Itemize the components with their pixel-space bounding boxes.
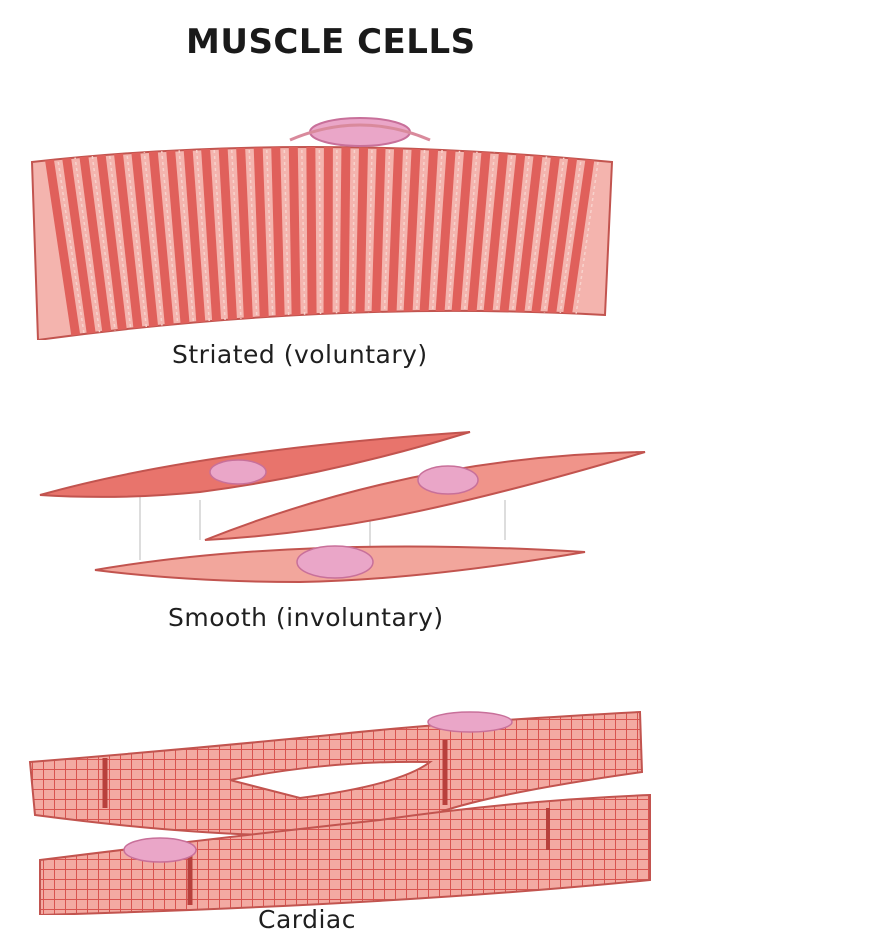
smooth-label: Smooth (involuntary) [168,603,444,632]
smooth-nucleus-1 [210,460,266,484]
striation-light-line [336,120,337,340]
striated-muscle-illustration [0,100,882,340]
cardiac-muscle-illustration [0,700,882,915]
striation-dark-band [323,120,333,340]
cardiac-nucleus-1 [428,712,512,732]
striated-label: Striated (voluntary) [172,340,428,369]
diagram-title: MUSCLE CELLS [186,22,476,62]
striated-nucleus [310,118,410,146]
smooth-nucleus-2 [418,466,478,494]
smooth-nucleus-3 [297,546,373,578]
smooth-muscle-illustration [0,420,882,600]
cardiac-nucleus-2 [124,838,196,862]
striation-dark-band [306,120,317,340]
cardiac-label: Cardiac [258,905,356,934]
